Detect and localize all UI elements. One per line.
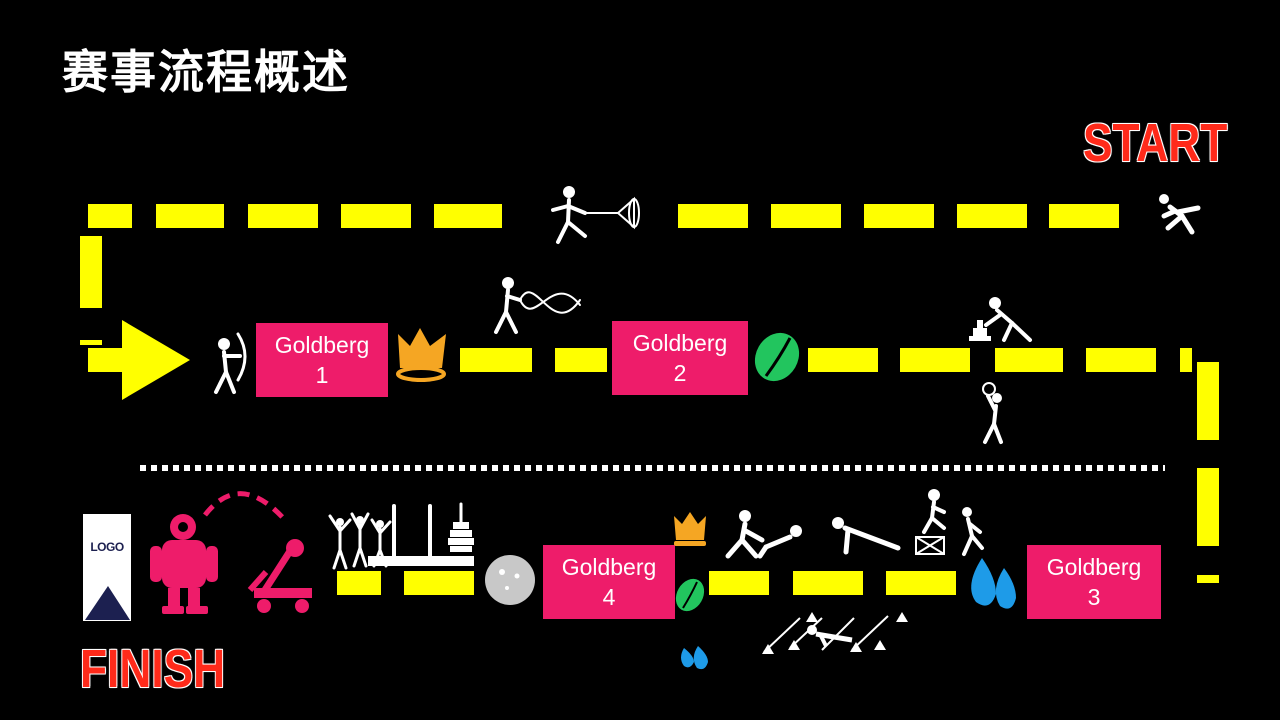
runner-icon: [962, 507, 984, 556]
carry-icon: [725, 510, 802, 559]
track-segment: [555, 348, 607, 372]
sled-pull-icon: [551, 186, 640, 244]
station-name: Goldberg: [1046, 554, 1142, 580]
logo-triangle: [85, 586, 130, 620]
track-segment: [460, 348, 532, 372]
track-segment: [709, 571, 769, 595]
ball-icon: [485, 555, 535, 605]
track-segment: [900, 348, 970, 372]
track-segment: [434, 204, 502, 228]
page-title: 赛事流程概述: [62, 45, 350, 99]
track-segment: [156, 204, 224, 228]
track-segment: [88, 204, 132, 228]
station-name: Goldberg: [274, 332, 370, 358]
archer-icon: [214, 332, 247, 394]
station-name: Goldberg: [632, 330, 728, 356]
track-segment: [808, 348, 878, 372]
track-segment: [404, 571, 474, 595]
track-segment: [1197, 575, 1219, 583]
station-name: Goldberg: [561, 554, 657, 580]
track-segment: [80, 236, 102, 308]
box-jump-icon: [915, 489, 946, 555]
track-segment: [864, 204, 934, 228]
runner-start-icon: [1159, 194, 1201, 235]
track-segment: [341, 204, 411, 228]
track-segment: [771, 204, 841, 228]
track-segment: [995, 348, 1063, 372]
track-segment: [337, 571, 381, 595]
crown-icon: [674, 512, 706, 546]
track-segment: [886, 571, 956, 595]
track-segment: [793, 571, 863, 595]
station-number: 1: [315, 362, 329, 388]
station-number: 4: [602, 584, 616, 610]
track-segment: [80, 340, 102, 345]
coffee-bean-icon: [675, 578, 705, 612]
catapult-icon: [247, 539, 312, 613]
medicine-ball-icon: [982, 382, 1003, 444]
track-segment: [248, 204, 318, 228]
water-drop-icon: [681, 646, 708, 670]
station-goldberg-2: Goldberg 2: [612, 321, 748, 395]
weight-push-icon: [969, 297, 1032, 342]
station-number: 3: [1087, 584, 1101, 610]
track-segment: [1197, 468, 1219, 546]
water-drop-icon: [971, 558, 1016, 609]
station-goldberg-4: Goldberg 4: [543, 545, 675, 619]
crown-icon: [396, 328, 446, 382]
track-segment: [1049, 204, 1119, 228]
station-number: 2: [673, 360, 687, 386]
start-label: START: [1083, 113, 1228, 173]
pushup-icon: [832, 517, 901, 555]
station-goldberg-1: Goldberg 1: [256, 323, 388, 397]
robot-icon: [150, 514, 218, 614]
track-segment: [1197, 362, 1219, 440]
track-segment: [1180, 348, 1192, 372]
throw-arc: [203, 491, 287, 522]
crawl-icon: [762, 612, 908, 654]
track-segment: [1086, 348, 1156, 372]
track-segment: [957, 204, 1027, 228]
finish-label: FINISH: [80, 639, 226, 699]
track-segment: [678, 204, 748, 228]
logo-text: LOGO: [90, 540, 124, 554]
coffee-bean-icon: [754, 332, 800, 382]
station-goldberg-3: Goldberg 3: [1027, 545, 1161, 619]
team-celebration-icon: [328, 502, 474, 570]
arrow-icon: [88, 320, 190, 400]
battle-rope-icon: [494, 277, 581, 334]
